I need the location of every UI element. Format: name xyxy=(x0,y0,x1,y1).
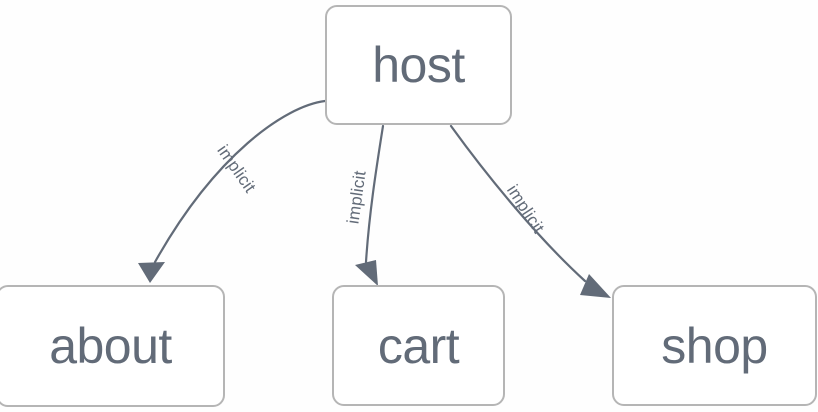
edge-host-shop-path xyxy=(449,124,587,283)
node-host[interactable]: host xyxy=(325,5,512,125)
edge-host-cart-label: implicit xyxy=(343,169,369,225)
edge-host-shop-label: implicit xyxy=(503,181,548,236)
edge-host-shop-arrowhead xyxy=(580,274,611,298)
edge-host-about[interactable]: implicit xyxy=(138,99,327,283)
edge-host-cart-path xyxy=(364,124,385,264)
node-about[interactable]: about xyxy=(0,285,225,407)
edge-host-cart-arrowhead xyxy=(355,260,378,286)
edge-host-cart[interactable]: implicit xyxy=(343,124,385,286)
node-cart[interactable]: cart xyxy=(332,285,505,406)
node-about-label: about xyxy=(49,318,172,374)
edge-host-about-arrowhead xyxy=(138,262,165,283)
edge-host-shop[interactable]: implicit xyxy=(449,124,611,298)
node-host-label: host xyxy=(372,37,465,93)
edge-host-about-path xyxy=(153,99,327,264)
node-shop[interactable]: shop xyxy=(612,285,817,406)
node-shop-label: shop xyxy=(661,317,768,374)
node-cart-label: cart xyxy=(377,317,460,374)
